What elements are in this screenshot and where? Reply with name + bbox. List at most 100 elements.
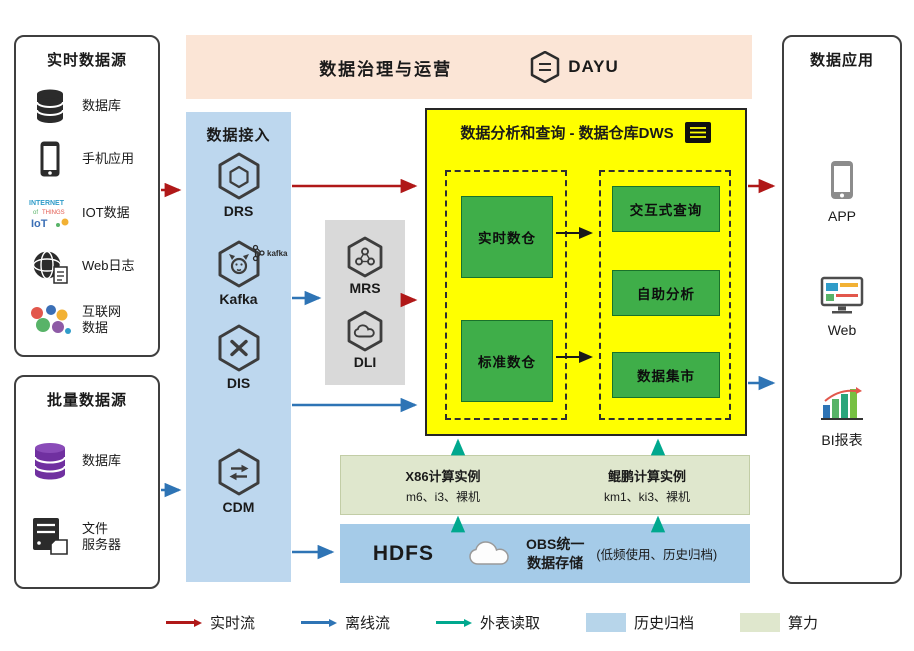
source-item-file-server: 文件 服务器: [16, 499, 158, 575]
realtime-sources-panel: 实时数据源 数据库: [14, 35, 160, 357]
batch-sources-list: 数据库 文件 服务器: [16, 423, 158, 575]
iot-icon: INTERNET of THINGS IoT: [26, 196, 74, 230]
application-web: Web: [784, 275, 900, 338]
dws-analysis-box: 数据分析和查询 - 数据仓库DWS 实时数仓 标准数仓 交互式查询 自助分析 数…: [425, 108, 747, 436]
data-applications-title: 数据应用: [809, 52, 874, 69]
obs-usage-note: (低频使用、历史归档): [596, 548, 718, 562]
bi-report-icon: [821, 387, 863, 420]
obs-cloud-icon: [469, 540, 509, 565]
dli-hexagon-icon: [347, 310, 383, 351]
legend-item-offline-flow: 离线流: [300, 612, 390, 633]
dws-document-icon: [684, 122, 711, 143]
dws-warehouse-group: 实时数仓 标准数仓: [445, 170, 567, 420]
module-standard-warehouse: 标准数仓: [461, 320, 553, 402]
service-kafka: kafka Kafka: [186, 240, 291, 307]
hdfs-obs-storage-strip: HDFS OBS统一 数据存储 (低频使用、历史归档): [340, 524, 750, 583]
source-item-web-log: Web日志: [16, 240, 158, 294]
dayu-hexagon-icon: [530, 51, 560, 83]
mrs-hexagon-icon: [347, 236, 383, 277]
data-applications-panel: 数据应用 APP Web: [782, 35, 902, 584]
database-icon: [26, 87, 74, 125]
module-self-service-analysis: 自助分析: [612, 270, 720, 316]
file-server-icon: [26, 516, 74, 558]
drs-hexagon-icon: [218, 152, 259, 200]
application-bi-report: BI报表: [784, 385, 900, 450]
module-data-mart: 数据集市: [612, 352, 720, 398]
service-mrs: MRS: [346, 236, 384, 296]
dayu-logo-text: DAYU: [568, 57, 619, 76]
service-label: DLI: [353, 353, 377, 370]
legend-label: 离线流: [344, 615, 390, 632]
source-label: 手机应用: [82, 151, 135, 167]
governance-title: 数据治理与运营: [319, 59, 453, 79]
source-item-mobile-app: 手机应用: [16, 133, 158, 187]
application-label: Web: [827, 322, 857, 338]
web-log-icon: [26, 249, 74, 285]
service-label: CDM: [222, 499, 255, 515]
legend-item-realtime-flow: 实时流: [166, 612, 255, 633]
web-monitor-icon: [820, 276, 864, 314]
kunpeng-instance: 鲲鹏计算实例 km1、ki3、裸机: [545, 456, 749, 514]
module-interactive-query: 交互式查询: [612, 186, 720, 232]
data-ingestion-column: 数据接入 DRS: [186, 112, 291, 582]
x86-instance: X86计算实例 m6、i3、裸机: [341, 456, 545, 514]
legend-label: 历史归档: [633, 615, 694, 632]
dis-hexagon-icon: [218, 324, 259, 372]
module-realtime-warehouse: 实时数仓: [461, 196, 553, 278]
legend-item-history-archive: 历史归档: [585, 612, 694, 633]
svg-text:THINGS: THINGS: [42, 210, 65, 216]
source-label: 数据库: [82, 97, 122, 113]
source-label: 互联网 数据: [82, 303, 122, 336]
legend: 实时流 离线流 外表读取 历史归档 算力: [166, 612, 818, 633]
kafka-brand: kafka: [252, 244, 287, 262]
legend-external-arrow-icon: [435, 618, 472, 627]
cdm-hexagon-icon: [218, 448, 259, 496]
realtime-sources-title: 实时数据源: [46, 52, 127, 69]
service-dis: DIS: [186, 324, 291, 391]
legend-label: 外表读取: [479, 615, 540, 632]
source-item-internet-data: 互联网 数据: [16, 293, 158, 347]
source-item-iot: INTERNET of THINGS IoT IOT数据: [16, 186, 158, 240]
kafka-hexagon-icon: [218, 240, 259, 288]
dayu-logo: DAYU: [530, 51, 619, 83]
legend-realtime-arrow-icon: [166, 618, 202, 627]
dws-title: 数据分析和查询 - 数据仓库DWS: [460, 125, 674, 142]
database-purple-icon: [26, 440, 74, 482]
dws-title-row: 数据分析和查询 - 数据仓库DWS: [427, 121, 745, 144]
x86-instance-title: X86计算实例: [405, 468, 481, 484]
compute-instances-strip: X86计算实例 m6、i3、裸机 鲲鹏计算实例 km1、ki3、裸机: [340, 455, 750, 515]
legend-offline-arrow-icon: [300, 618, 337, 627]
legend-archive-swatch: [585, 613, 626, 632]
governance-banner: 数据治理与运营 DAYU: [186, 35, 752, 99]
source-label: 文件 服务器: [82, 520, 122, 552]
legend-item-compute-power: 算力: [739, 612, 818, 633]
realtime-sources-list: 数据库 手机应用 INTERNET of THINGS: [16, 79, 158, 347]
obs-storage-label: OBS统一 数据存储: [526, 536, 585, 571]
legend-item-external-read: 外表读取: [435, 612, 540, 633]
service-label: Kafka: [219, 291, 258, 307]
application-label: BI报表: [821, 432, 863, 448]
source-item-database: 数据库: [16, 79, 158, 133]
source-item-batch-database: 数据库: [16, 423, 158, 499]
batch-sources-title: 批量数据源: [46, 392, 127, 409]
kafka-logo-text: kafka: [267, 248, 288, 258]
legend-compute-swatch: [739, 613, 780, 632]
x86-instance-subtitle: m6、i3、裸机: [405, 489, 480, 504]
dws-analysis-group: 交互式查询 自助分析 数据集市: [599, 170, 731, 420]
kunpeng-instance-title: 鲲鹏计算实例: [607, 468, 686, 484]
internet-data-icon: [26, 303, 74, 337]
source-label: 数据库: [82, 452, 122, 468]
svg-text:IoT: IoT: [31, 218, 48, 230]
service-label: MRS: [349, 279, 381, 296]
service-dli: DLI: [346, 310, 384, 370]
kafka-logo-icon: [252, 244, 265, 262]
app-phone-icon: [831, 161, 853, 199]
service-label: DRS: [223, 203, 254, 219]
service-label: DIS: [226, 375, 251, 391]
data-ingestion-title: 数据接入: [206, 127, 271, 144]
service-cdm: CDM: [186, 448, 291, 515]
kunpeng-instance-subtitle: km1、ki3、裸机: [603, 489, 690, 504]
mobile-app-icon: [26, 140, 74, 178]
source-label: IOT数据: [82, 204, 130, 220]
